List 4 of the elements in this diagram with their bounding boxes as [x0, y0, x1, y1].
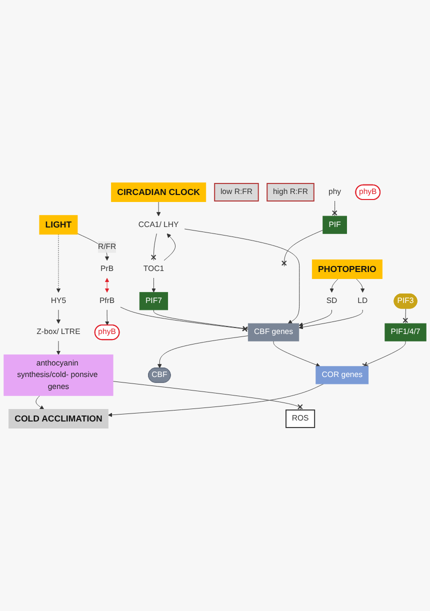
- node-box: PHOTOPERIO: [312, 259, 382, 279]
- node-box: CIRCADIAN CLOCK: [111, 182, 206, 202]
- node-box: LIGHT: [39, 215, 78, 235]
- node-box: COLD ACCLIMATION: [8, 409, 108, 429]
